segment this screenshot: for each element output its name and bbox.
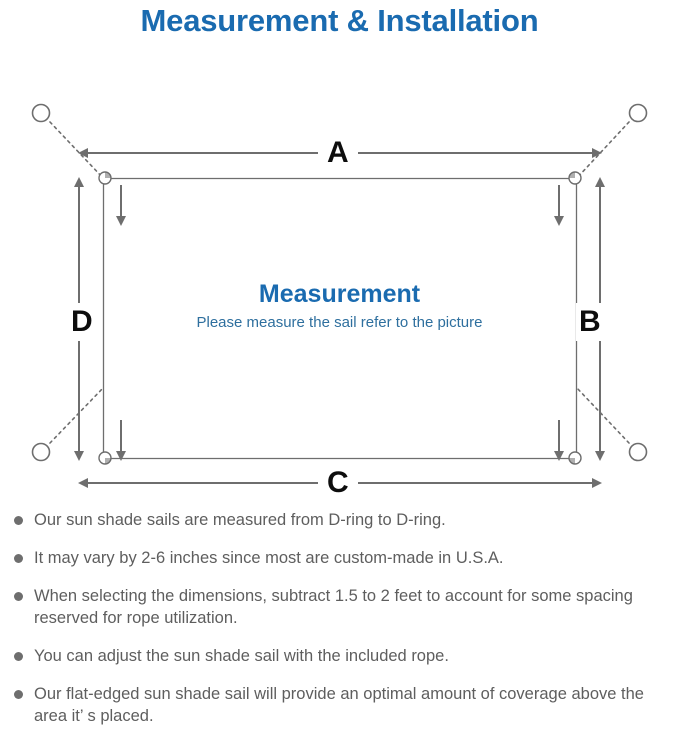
diagram-canvas bbox=[31, 103, 648, 488]
d-ring-tab-top-right bbox=[569, 172, 575, 178]
anchor-ring-bottom-right bbox=[628, 442, 648, 462]
anchor-ring-top-left bbox=[31, 103, 51, 123]
note-text: When selecting the dimensions, subtract … bbox=[34, 587, 633, 627]
rope-top-right bbox=[575, 121, 630, 180]
list-item: You can adjust the sun shade sail with t… bbox=[10, 645, 661, 667]
rope-bottom-left bbox=[49, 386, 105, 444]
note-text: Our flat-edged sun shade sail will provi… bbox=[34, 685, 644, 725]
list-item: When selecting the dimensions, subtract … bbox=[10, 585, 661, 629]
bullet-icon bbox=[14, 516, 23, 525]
list-item: It may vary by 2-6 inches since most are… bbox=[10, 547, 661, 569]
bullet-icon bbox=[14, 690, 23, 699]
notes-list: Our sun shade sails are measured from D-… bbox=[0, 509, 679, 727]
d-ring-tab-bottom-right bbox=[569, 458, 575, 464]
bullet-icon bbox=[14, 554, 23, 563]
sail-body bbox=[102, 177, 578, 460]
anchor-rings bbox=[31, 103, 648, 462]
dimension-label-a: A bbox=[318, 138, 358, 168]
d-ring-tab-top-left bbox=[105, 172, 111, 178]
d-rings bbox=[98, 171, 582, 465]
bullet-icon bbox=[14, 652, 23, 661]
rope-top-left bbox=[49, 121, 105, 180]
note-text: Our sun shade sails are measured from D-… bbox=[34, 511, 446, 529]
bullet-icon bbox=[14, 592, 23, 601]
dimension-label-d: D bbox=[68, 303, 96, 341]
dimension-label-b: B bbox=[576, 303, 604, 341]
anchor-ring-top-right bbox=[628, 103, 648, 123]
dimension-label-c: C bbox=[318, 468, 358, 498]
list-item: Our flat-edged sun shade sail will provi… bbox=[10, 683, 661, 727]
list-item: Our sun shade sails are measured from D-… bbox=[10, 509, 661, 531]
note-text: You can adjust the sun shade sail with t… bbox=[34, 647, 449, 665]
d-ring-tab-bottom-left bbox=[105, 458, 111, 464]
anchor-ring-bottom-left bbox=[31, 442, 51, 462]
measurement-diagram: A B C D Measurement Please measure the s… bbox=[0, 39, 679, 509]
rope-bottom-right bbox=[575, 386, 630, 444]
note-text: It may vary by 2-6 inches since most are… bbox=[34, 549, 504, 567]
page-title: Measurement & Installation bbox=[140, 3, 539, 38]
